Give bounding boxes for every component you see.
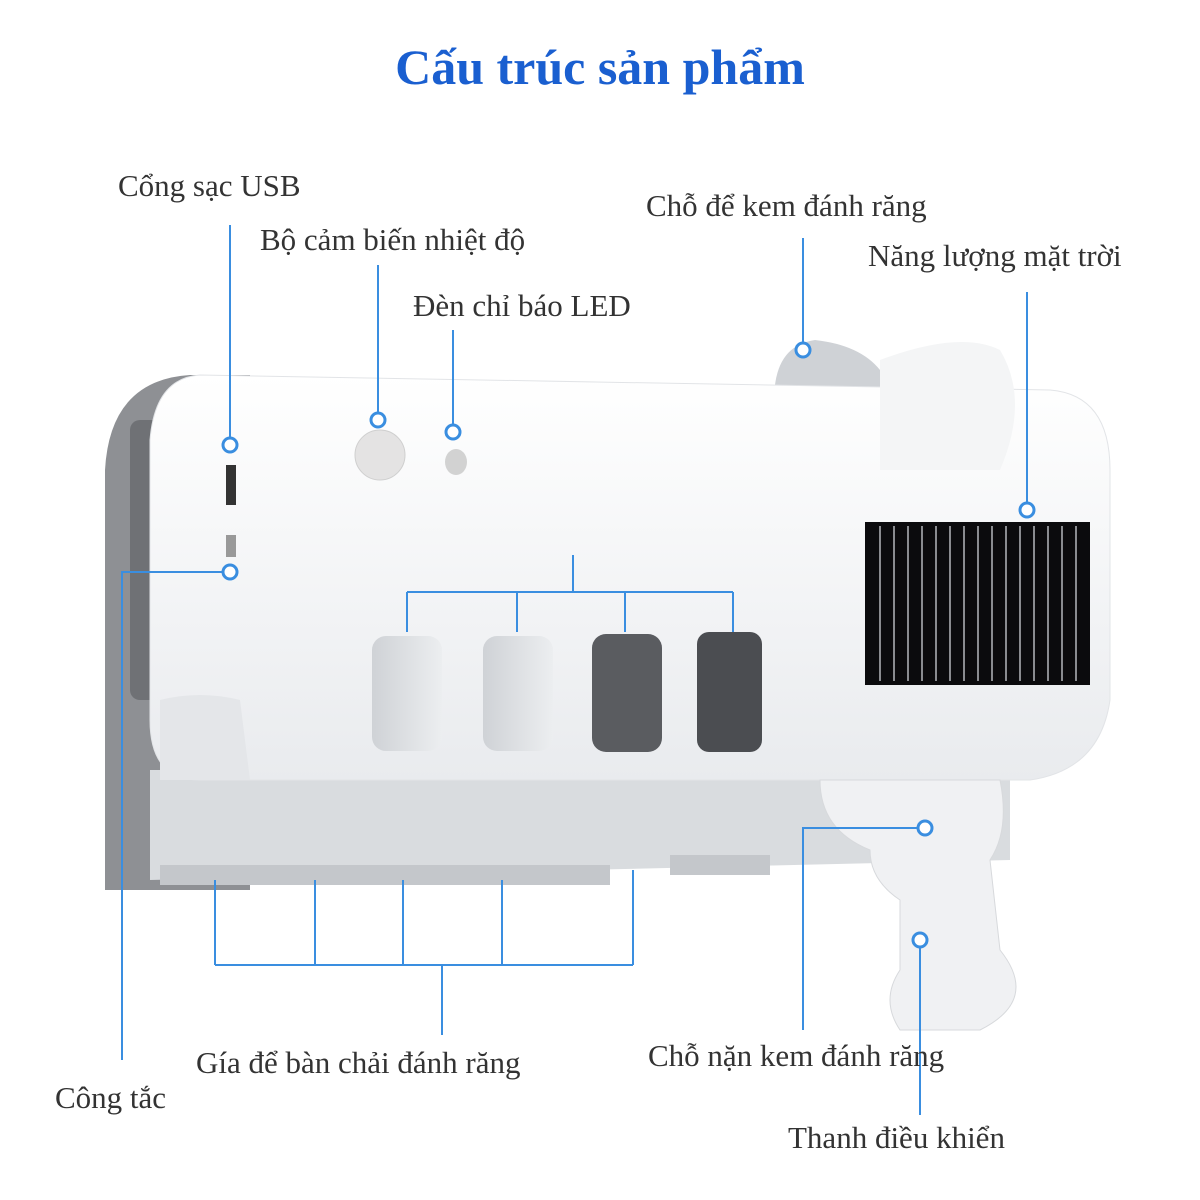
label-led-indicator: Đèn chỉ báo LED <box>413 288 631 323</box>
brush-slot <box>483 636 553 751</box>
toothpaste-holder <box>775 340 880 390</box>
brush-slot <box>372 636 442 751</box>
label-squeeze-outlet: Chỗ nặn kem đánh răng <box>648 1038 945 1073</box>
usb-port-slot <box>226 465 236 505</box>
switch-button <box>226 535 236 557</box>
brush-slot <box>592 634 662 752</box>
leader-dots <box>221 341 1036 949</box>
handle-top <box>880 342 1015 470</box>
led-indicator <box>445 449 467 475</box>
solar-panel <box>865 522 1090 685</box>
leader-lines <box>121 225 1028 1115</box>
brush-tray <box>150 770 1010 880</box>
label-solar-power: Năng lượng mặt trời <box>868 238 1122 273</box>
label-brush-holder: Gía để bàn chải đánh răng <box>196 1045 521 1080</box>
brush-slot <box>697 632 762 752</box>
label-switch: Công tắc <box>55 1080 167 1115</box>
diagram-title: Cấu trúc sản phẩm <box>395 39 805 95</box>
label-control-lever: Thanh điều khiển <box>788 1120 1005 1155</box>
label-toothpaste-holder: Chỗ để kem đánh răng <box>646 188 927 223</box>
label-temperature-sensor: Bộ cảm biến nhiệt độ <box>260 222 526 257</box>
control-handle <box>819 779 1017 1031</box>
label-usb-port: Cổng sạc USB <box>118 168 301 203</box>
temperature-sensor <box>354 429 406 481</box>
